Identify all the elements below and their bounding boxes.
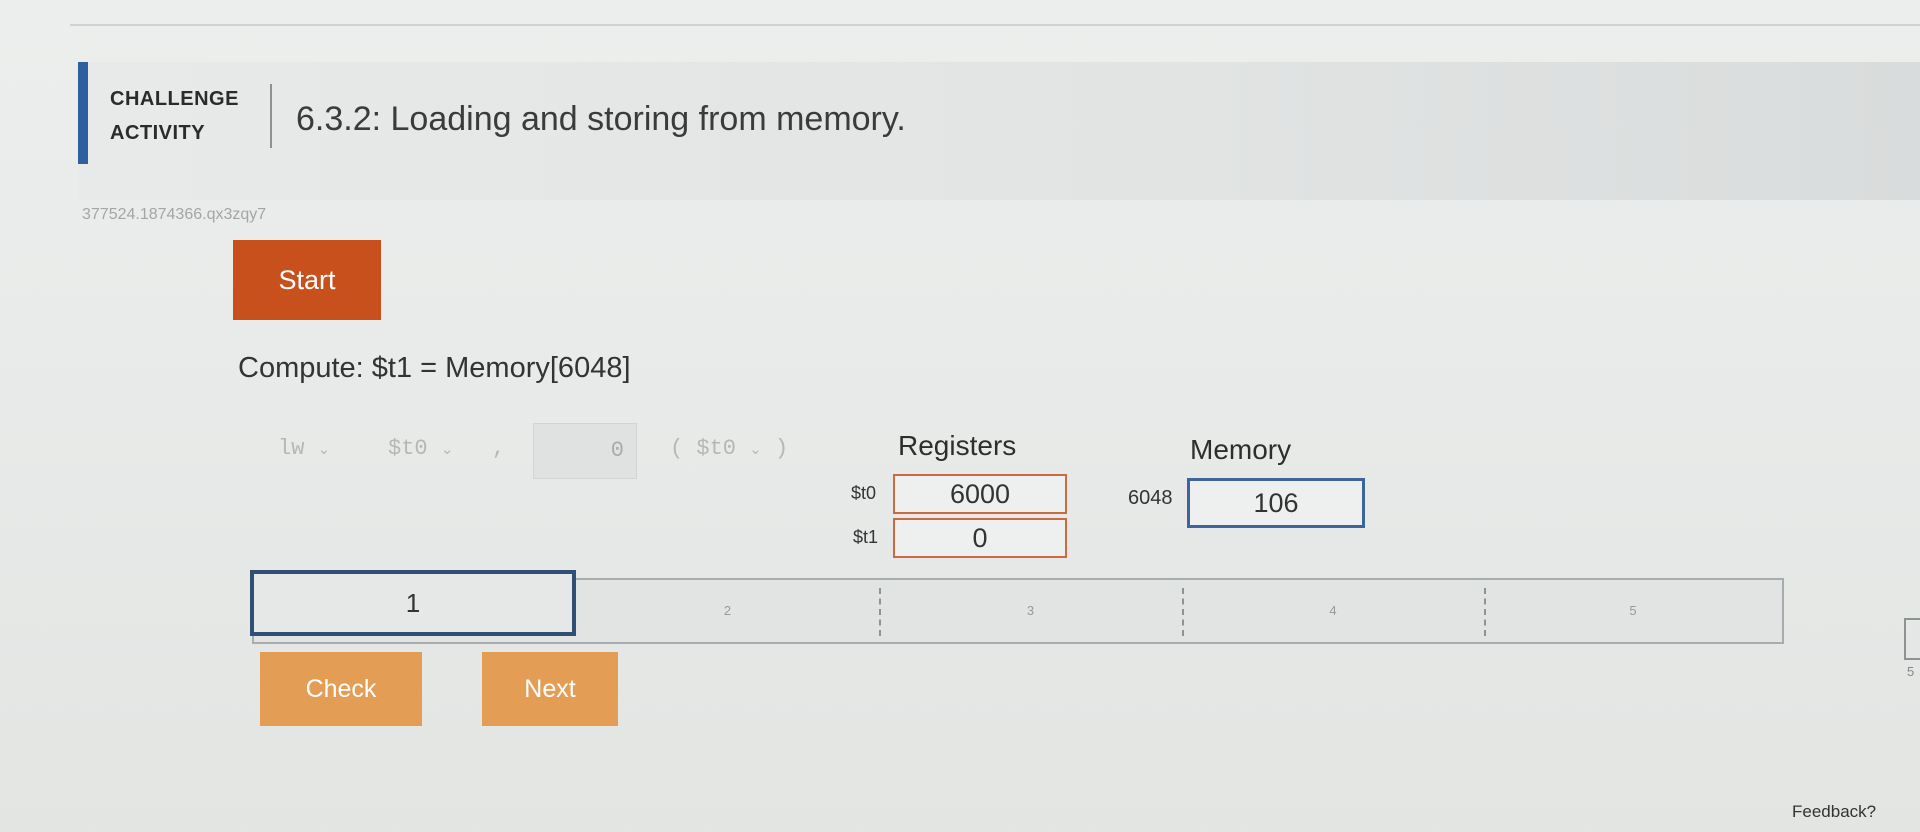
memory-value: 106 — [1187, 478, 1365, 528]
opcode-value: lw — [278, 436, 305, 461]
step-number: 1 — [405, 588, 421, 618]
opcode-select[interactable]: lw ⌄ — [278, 436, 330, 461]
challenge-label-line1: CHALLENGE — [110, 88, 239, 110]
base-register-value: $t0 — [696, 436, 737, 461]
close-paren: ) — [775, 436, 789, 461]
base-register-select[interactable]: ( $t0 ⌄ ) — [670, 436, 788, 461]
step-divider — [1484, 588, 1486, 636]
next-button[interactable]: Next — [482, 652, 618, 726]
challenge-label-line2: ACTIVITY — [110, 122, 206, 144]
header-divider — [270, 84, 272, 148]
compute-prompt: Compute: $t1 = Memory[6048] — [238, 352, 631, 384]
register-value: 0 — [893, 518, 1067, 558]
chevron-down-icon: ⌄ — [317, 440, 331, 458]
progress-step-5[interactable]: 5 — [1484, 578, 1782, 644]
step-number: 2 — [723, 603, 732, 618]
feedback-link[interactable]: Feedback? — [1792, 802, 1877, 821]
header-accent-bar — [78, 62, 88, 164]
step-number: 4 — [1329, 603, 1337, 618]
progress-step-1[interactable]: 1 — [250, 570, 576, 636]
dest-register-select[interactable]: $t0 ⌄ — [388, 436, 453, 461]
step-number: 3 — [1026, 603, 1035, 618]
activity-header — [78, 62, 1920, 200]
progress-step-2[interactable]: 2 — [576, 578, 879, 644]
side-panel-edge — [1904, 618, 1920, 660]
offset-input[interactable]: 0 — [533, 423, 637, 479]
chevron-down-icon: ⌄ — [440, 440, 454, 458]
activity-id: 377524.1874366.qx3zqy7 — [82, 206, 267, 223]
top-divider — [70, 24, 1920, 26]
side-step-number: 5 — [1907, 664, 1915, 679]
memory-title: Memory — [1190, 434, 1292, 465]
register-name: $t0 — [851, 483, 877, 503]
register-name: $t1 — [853, 527, 879, 547]
progress-step-3[interactable]: 3 — [879, 578, 1182, 644]
chevron-down-icon: ⌄ — [749, 440, 762, 458]
memory-address: 6048 — [1128, 487, 1173, 509]
step-number: 5 — [1629, 603, 1637, 618]
challenge-activity-label: CHALLENGE ACTIVITY — [110, 82, 260, 150]
instruction-comma: , — [492, 436, 506, 461]
progress-step-4[interactable]: 4 — [1182, 578, 1484, 644]
check-button[interactable]: Check — [260, 652, 422, 726]
start-button[interactable]: Start — [233, 240, 381, 320]
step-divider — [1182, 588, 1184, 636]
dest-register-value: $t0 — [388, 436, 428, 461]
activity-title: 6.3.2: Loading and storing from memory. — [296, 100, 906, 138]
registers-title: Registers — [898, 430, 1017, 461]
open-paren: ( — [670, 436, 684, 461]
step-divider — [879, 588, 881, 636]
register-value: 6000 — [893, 474, 1067, 514]
